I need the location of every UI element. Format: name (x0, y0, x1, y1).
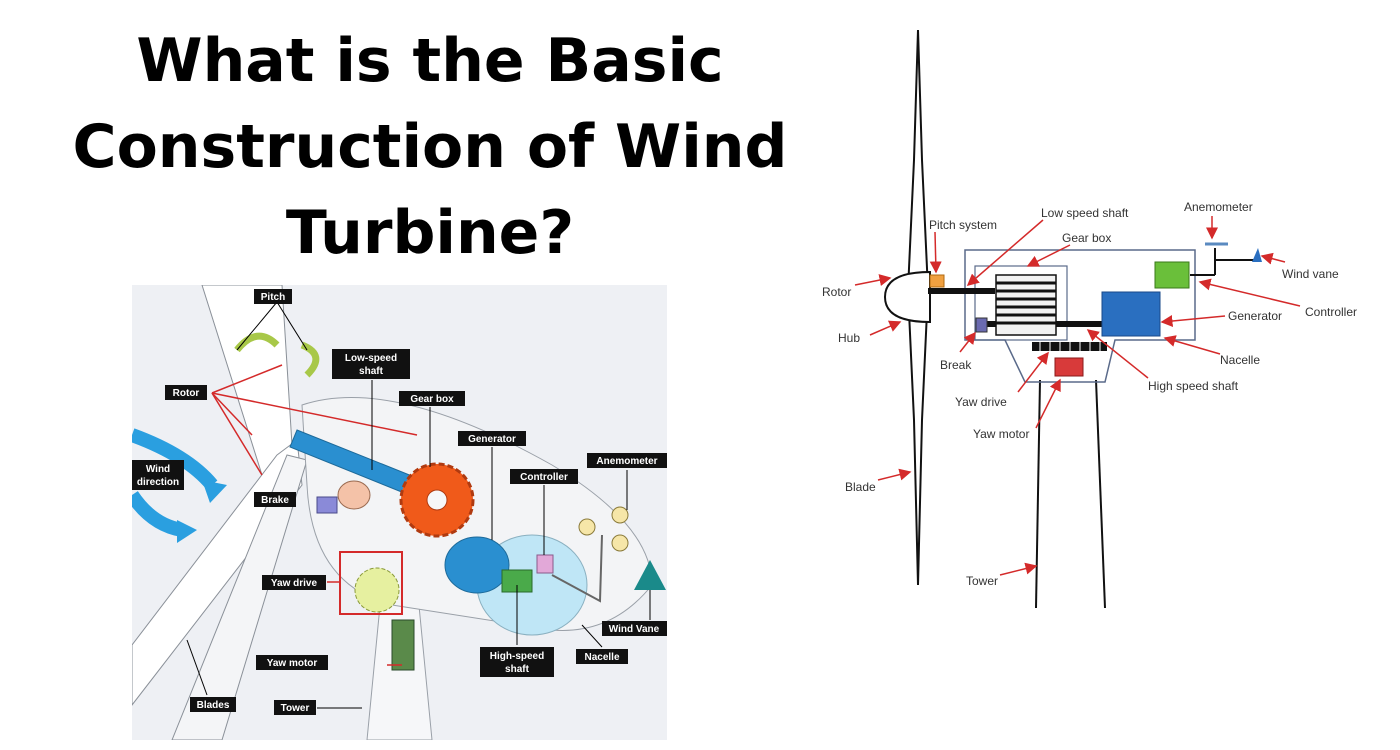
right-turbine-schematic: Pitch system Low speed shaft Anemometer … (800, 0, 1390, 750)
left-turbine-illustration: Pitch Rotor Low-speed shaft Gear box Gen… (132, 285, 667, 740)
generator-label: Generator (1228, 309, 1282, 323)
yaw-motor-label: Yaw motor (267, 658, 318, 669)
wind-vane-arrow (1262, 256, 1285, 262)
tower-line-right (1096, 380, 1105, 608)
pitch-system-box (930, 275, 944, 287)
hub-shape (885, 272, 930, 322)
gear-box-arrow (1028, 245, 1070, 266)
yaw-motor-box (1055, 358, 1083, 376)
yaw-drive-label: Yaw drive (955, 395, 1007, 409)
wind-arrow-2 (132, 495, 182, 530)
brake-caliper (317, 497, 337, 513)
generator-label: Generator (468, 434, 516, 445)
page-title: What is the Basic Construction of Wind T… (40, 18, 820, 276)
title-line-3: Turbine? (40, 190, 820, 276)
gear-box-label: Gear box (1062, 231, 1111, 245)
high-speed-shaft-line (1060, 321, 1105, 327)
controller-arrow (1200, 282, 1300, 306)
tower-label: Tower (966, 574, 998, 588)
tower-line-left (1036, 380, 1040, 608)
anemometer-cup-3 (612, 535, 628, 551)
high-speed-shaft-arrow (1088, 330, 1148, 378)
wind-direction-label-2: direction (137, 477, 179, 488)
wind-arrowhead-2 (177, 520, 197, 543)
anemometer-label: Anemometer (596, 456, 657, 467)
low-speed-shaft-label-2: shaft (359, 366, 384, 377)
gear-box-label: Gear box (410, 394, 454, 405)
break-arrow (960, 333, 975, 352)
hub-arrow (870, 322, 900, 335)
nacelle-leader (582, 625, 602, 647)
low-speed-shaft-line (928, 288, 995, 294)
generator-arrow (1162, 316, 1225, 322)
rotor-label: Rotor (173, 388, 200, 399)
wind-vane-label: Wind vane (1282, 267, 1339, 281)
controller-box (1155, 262, 1189, 288)
nacelle-label: Nacelle (584, 652, 619, 663)
anemometer-cup-2 (612, 507, 628, 523)
pitch-system-arrow (935, 232, 936, 272)
high-speed-shaft-label: High speed shaft (1148, 379, 1239, 393)
tower-label: Tower (281, 703, 310, 714)
brake-disc (338, 481, 370, 509)
anemometer-label: Anemometer (1184, 200, 1253, 214)
wind-vane-label: Wind Vane (609, 624, 660, 635)
generator-rotor (445, 537, 509, 593)
yaw-motor-label: Yaw motor (973, 427, 1029, 441)
break-label: Break (940, 358, 972, 372)
anemometer-cup-1 (579, 519, 595, 535)
wind-arrowhead-1 (202, 480, 227, 503)
blade-upper (202, 285, 292, 475)
tower-arrow (1000, 566, 1036, 575)
yaw-motor-shape (392, 620, 414, 670)
title-line-1: What is the Basic (40, 18, 820, 104)
gear-hub (427, 490, 447, 510)
title-line-2: Construction of Wind (40, 104, 820, 190)
rotor-arrow (855, 278, 890, 285)
yaw-drive-arrow (1018, 353, 1048, 392)
high-speed-shaft-label-2: shaft (505, 664, 530, 675)
hub-label: Hub (838, 331, 860, 345)
blades-label: Blades (197, 700, 230, 711)
wind-vane-shape (1252, 248, 1262, 262)
blade-arrow (878, 472, 910, 480)
gearbox-shape (996, 275, 1056, 335)
rotor-label: Rotor (822, 285, 851, 299)
nacelle-label: Nacelle (1220, 353, 1260, 367)
yaw-drive-label: Yaw drive (271, 578, 318, 589)
pitch-arrow-2 (302, 345, 316, 375)
blade-label: Blade (845, 480, 876, 494)
generator-box (1102, 292, 1160, 336)
yaw-gear (355, 568, 399, 612)
low-speed-shaft-label-1: Low-speed (345, 353, 397, 364)
high-speed-shaft-label-1: High-speed (490, 651, 544, 662)
low-speed-shaft-label: Low speed shaft (1041, 206, 1129, 220)
pitch-label: Pitch (261, 292, 285, 303)
break-box (976, 318, 987, 332)
brake-label: Brake (261, 495, 289, 506)
controller-label: Controller (520, 472, 568, 483)
controller-box (537, 555, 553, 573)
pitch-system-label: Pitch system (929, 218, 997, 232)
left-turbine-diagram: Pitch Rotor Low-speed shaft Gear box Gen… (132, 285, 667, 740)
controller-label: Controller (1305, 305, 1357, 319)
wind-direction-label-1: Wind (146, 464, 170, 475)
